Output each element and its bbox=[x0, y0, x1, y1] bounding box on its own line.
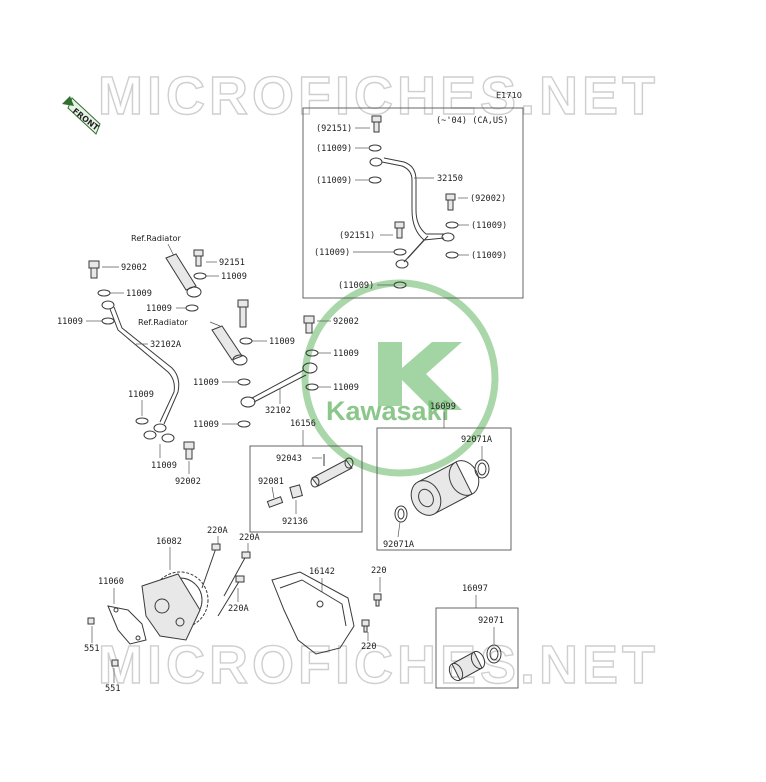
label-11009-e: (11009) bbox=[471, 251, 507, 261]
bolt-92151-a bbox=[371, 115, 382, 133]
gasket-11060 bbox=[107, 605, 147, 645]
bolt-92002-d bbox=[303, 315, 315, 334]
label-11009-l: 11009 bbox=[151, 461, 177, 471]
pipe-32102 bbox=[240, 362, 318, 408]
label-92002-c: 92002 bbox=[175, 477, 201, 487]
label-551-a: 551 bbox=[84, 644, 100, 654]
label-11009-d: (11009) bbox=[314, 248, 350, 258]
front-arrow-icon: FRONT bbox=[62, 96, 101, 135]
label-32102: 32102 bbox=[265, 406, 291, 416]
bolt-92002-a bbox=[88, 260, 100, 279]
label-92043: 92043 bbox=[276, 454, 302, 464]
label-11009-h: 11009 bbox=[126, 289, 152, 299]
bolt-92151-c bbox=[193, 249, 204, 267]
box-16099 bbox=[376, 427, 512, 551]
label-11060: 11060 bbox=[98, 577, 124, 587]
cover-16142 bbox=[271, 571, 355, 655]
box-16156 bbox=[249, 445, 363, 533]
label-92002-a: 92002 bbox=[121, 263, 147, 273]
label-92151-b: (92151) bbox=[339, 231, 375, 241]
bolts-220A bbox=[201, 543, 251, 617]
label-92071A-b: 92071A bbox=[383, 540, 415, 550]
label-16099: 16099 bbox=[430, 402, 456, 412]
label-11009-a: (11009) bbox=[316, 144, 352, 154]
label-220A-c: 220A bbox=[228, 604, 250, 614]
label-92151-a: (92151) bbox=[316, 124, 352, 134]
label-32150: 32150 bbox=[437, 174, 463, 184]
label-220A-a: 220A bbox=[207, 526, 229, 536]
label-32102A: 32102A bbox=[150, 340, 182, 350]
label-92136: 92136 bbox=[282, 517, 308, 527]
diagram-code: E1710 bbox=[496, 90, 522, 100]
label-ref-radiator-1: Ref.Radiator bbox=[131, 233, 181, 243]
label-92002-b: (92002) bbox=[470, 194, 506, 204]
label-11009-g: 11009 bbox=[221, 272, 247, 282]
watermark-bottom: MICROFICHES.NET bbox=[98, 635, 659, 695]
label-16156: 16156 bbox=[290, 419, 316, 429]
hose-fitting-2 bbox=[211, 299, 249, 366]
label-11009-n: 11009 bbox=[333, 349, 359, 359]
pipe-32102A bbox=[101, 300, 180, 433]
label-11009-q: 11009 bbox=[193, 420, 219, 430]
label-11009-c: (11009) bbox=[471, 221, 507, 231]
label-11009-o: 11009 bbox=[333, 383, 359, 393]
label-16142: 16142 bbox=[309, 567, 335, 577]
bolt-92151-b bbox=[394, 221, 405, 239]
washer-stack bbox=[143, 430, 175, 443]
label-11009-b: (11009) bbox=[316, 176, 352, 186]
pipe-32150 bbox=[369, 157, 455, 269]
box-16097 bbox=[435, 607, 519, 689]
hose-fitting-1 bbox=[165, 253, 202, 298]
oil-filter-16099 bbox=[410, 460, 480, 516]
label-16082: 16082 bbox=[156, 537, 182, 547]
label-11009-i: 11009 bbox=[146, 304, 172, 314]
shaft-16156 bbox=[310, 457, 354, 488]
label-220-a: 220 bbox=[371, 566, 387, 576]
box-header: (~'04) (CA,US) bbox=[436, 116, 508, 126]
label-11009-j: 11009 bbox=[57, 317, 83, 327]
logo-brand-text: Kawasaki bbox=[326, 396, 449, 426]
bolt-92002-b bbox=[445, 193, 456, 211]
label-220-b: 220 bbox=[361, 642, 377, 652]
label-220A-b: 220A bbox=[239, 533, 261, 543]
label-11009-m: 11009 bbox=[269, 337, 295, 347]
label-92081: 92081 bbox=[258, 477, 284, 487]
label-92071A-a: 92071A bbox=[461, 435, 493, 445]
oil-pump-16082 bbox=[141, 571, 209, 641]
label-11009-k: 11009 bbox=[128, 390, 154, 400]
label-11009-p: 11009 bbox=[193, 378, 219, 388]
label-16097: 16097 bbox=[462, 584, 488, 594]
label-11009-f: (11009) bbox=[338, 281, 374, 291]
element-16097 bbox=[448, 650, 486, 682]
ca-us-box bbox=[302, 107, 524, 299]
label-ref-radiator-2: Ref.Radiator bbox=[138, 317, 188, 327]
kawasaki-logo: Kawasaki bbox=[301, 279, 499, 477]
bolt-92002-c bbox=[183, 441, 195, 460]
label-92002-d: 92002 bbox=[333, 317, 359, 327]
label-92071: 92071 bbox=[478, 616, 504, 626]
label-551-b: 551 bbox=[105, 684, 121, 694]
label-92151-c: 92151 bbox=[219, 258, 245, 268]
